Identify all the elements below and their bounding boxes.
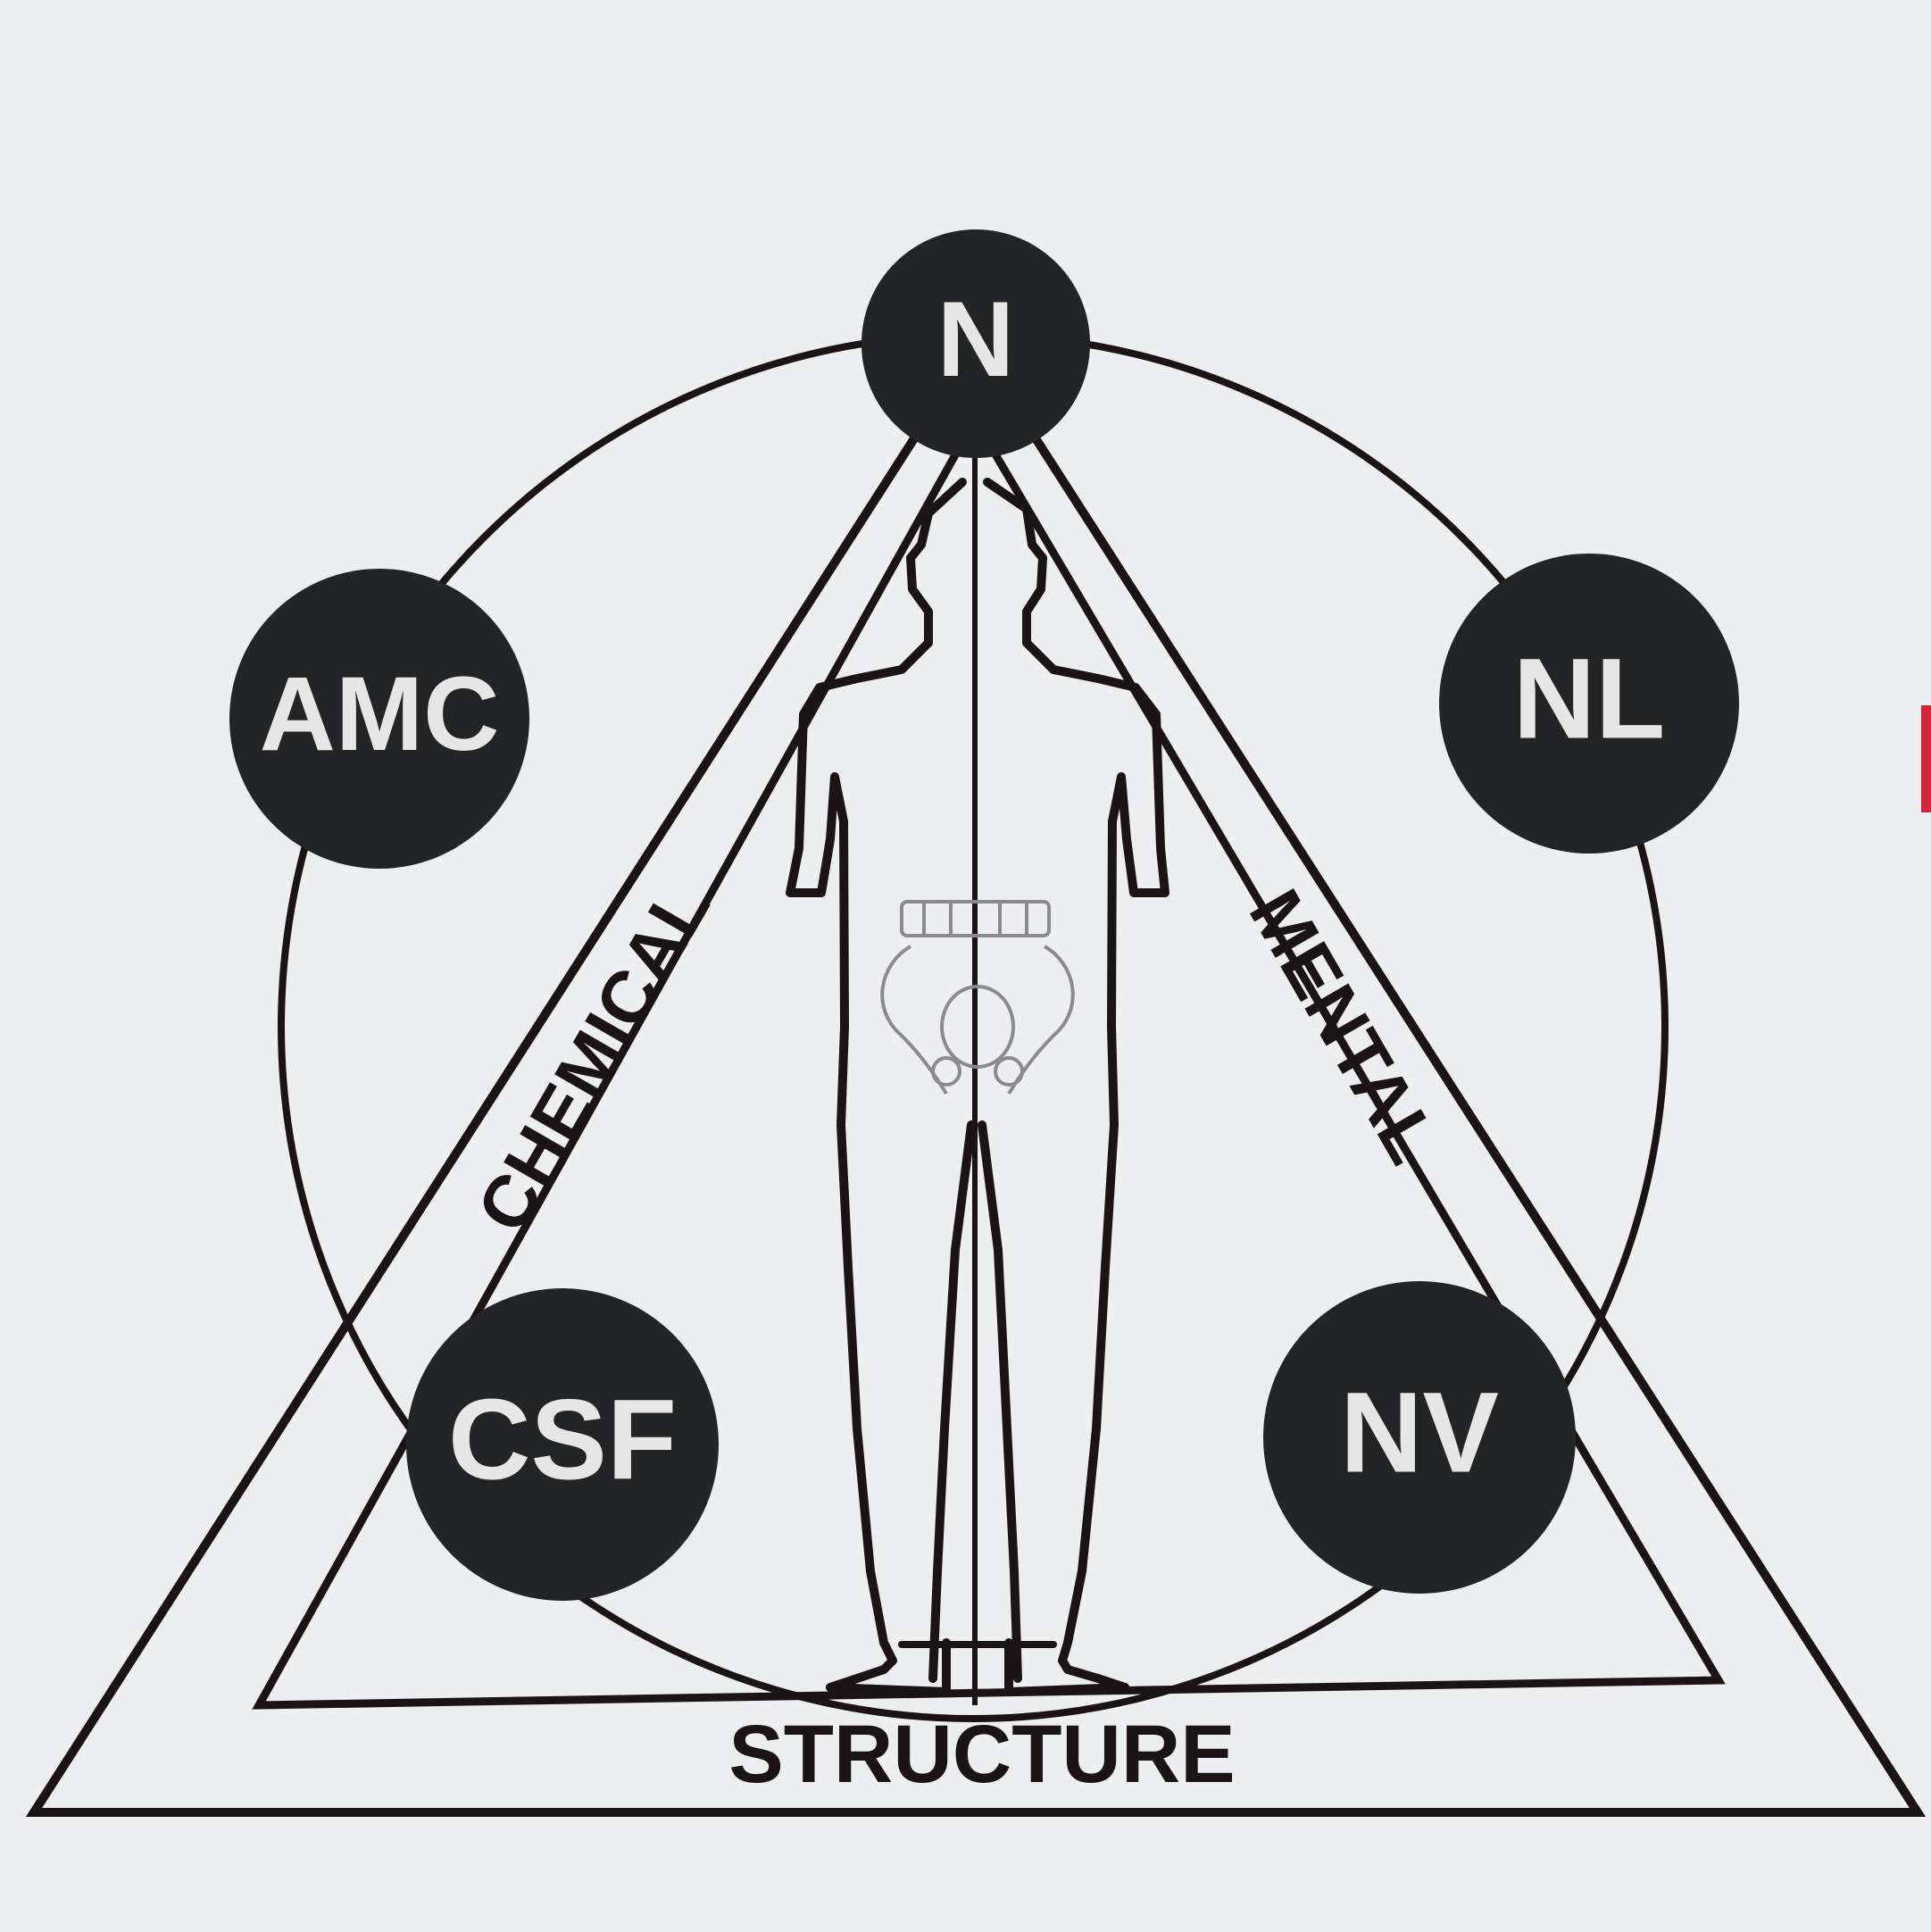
side-label-structure: STRUCTURE [728, 1709, 1235, 1800]
node-lower-left-disc [406, 1288, 719, 1601]
side-label-chemical: CHEMICAL [462, 870, 725, 1245]
pelvis-icon [880, 900, 1075, 1095]
node-upper-left-label: AMC [260, 655, 500, 773]
node-upper-right-disc [1439, 554, 1739, 854]
red-edge-mark [1921, 705, 1931, 812]
node-lower-right-disc [1263, 1281, 1576, 1594]
node-upper-left: AMC [229, 569, 529, 869]
node-top: N [861, 229, 1090, 458]
node-lower-right-label: NV [1340, 1370, 1499, 1497]
node-upper-right-label: NL [1513, 636, 1666, 763]
outer-triangle [25, 335, 1927, 1817]
human-figure-icon [786, 478, 1169, 1696]
node-top-disc [861, 229, 1090, 458]
node-lower-left: CSF [406, 1288, 719, 1601]
node-upper-right: NL [1439, 554, 1739, 854]
node-upper-left-disc [229, 569, 529, 869]
node-lower-left-label: CSF [448, 1377, 677, 1504]
inner-triangle [252, 411, 1726, 1710]
node-top-label: N [937, 279, 1015, 399]
node-lower-right: NV [1263, 1281, 1576, 1594]
